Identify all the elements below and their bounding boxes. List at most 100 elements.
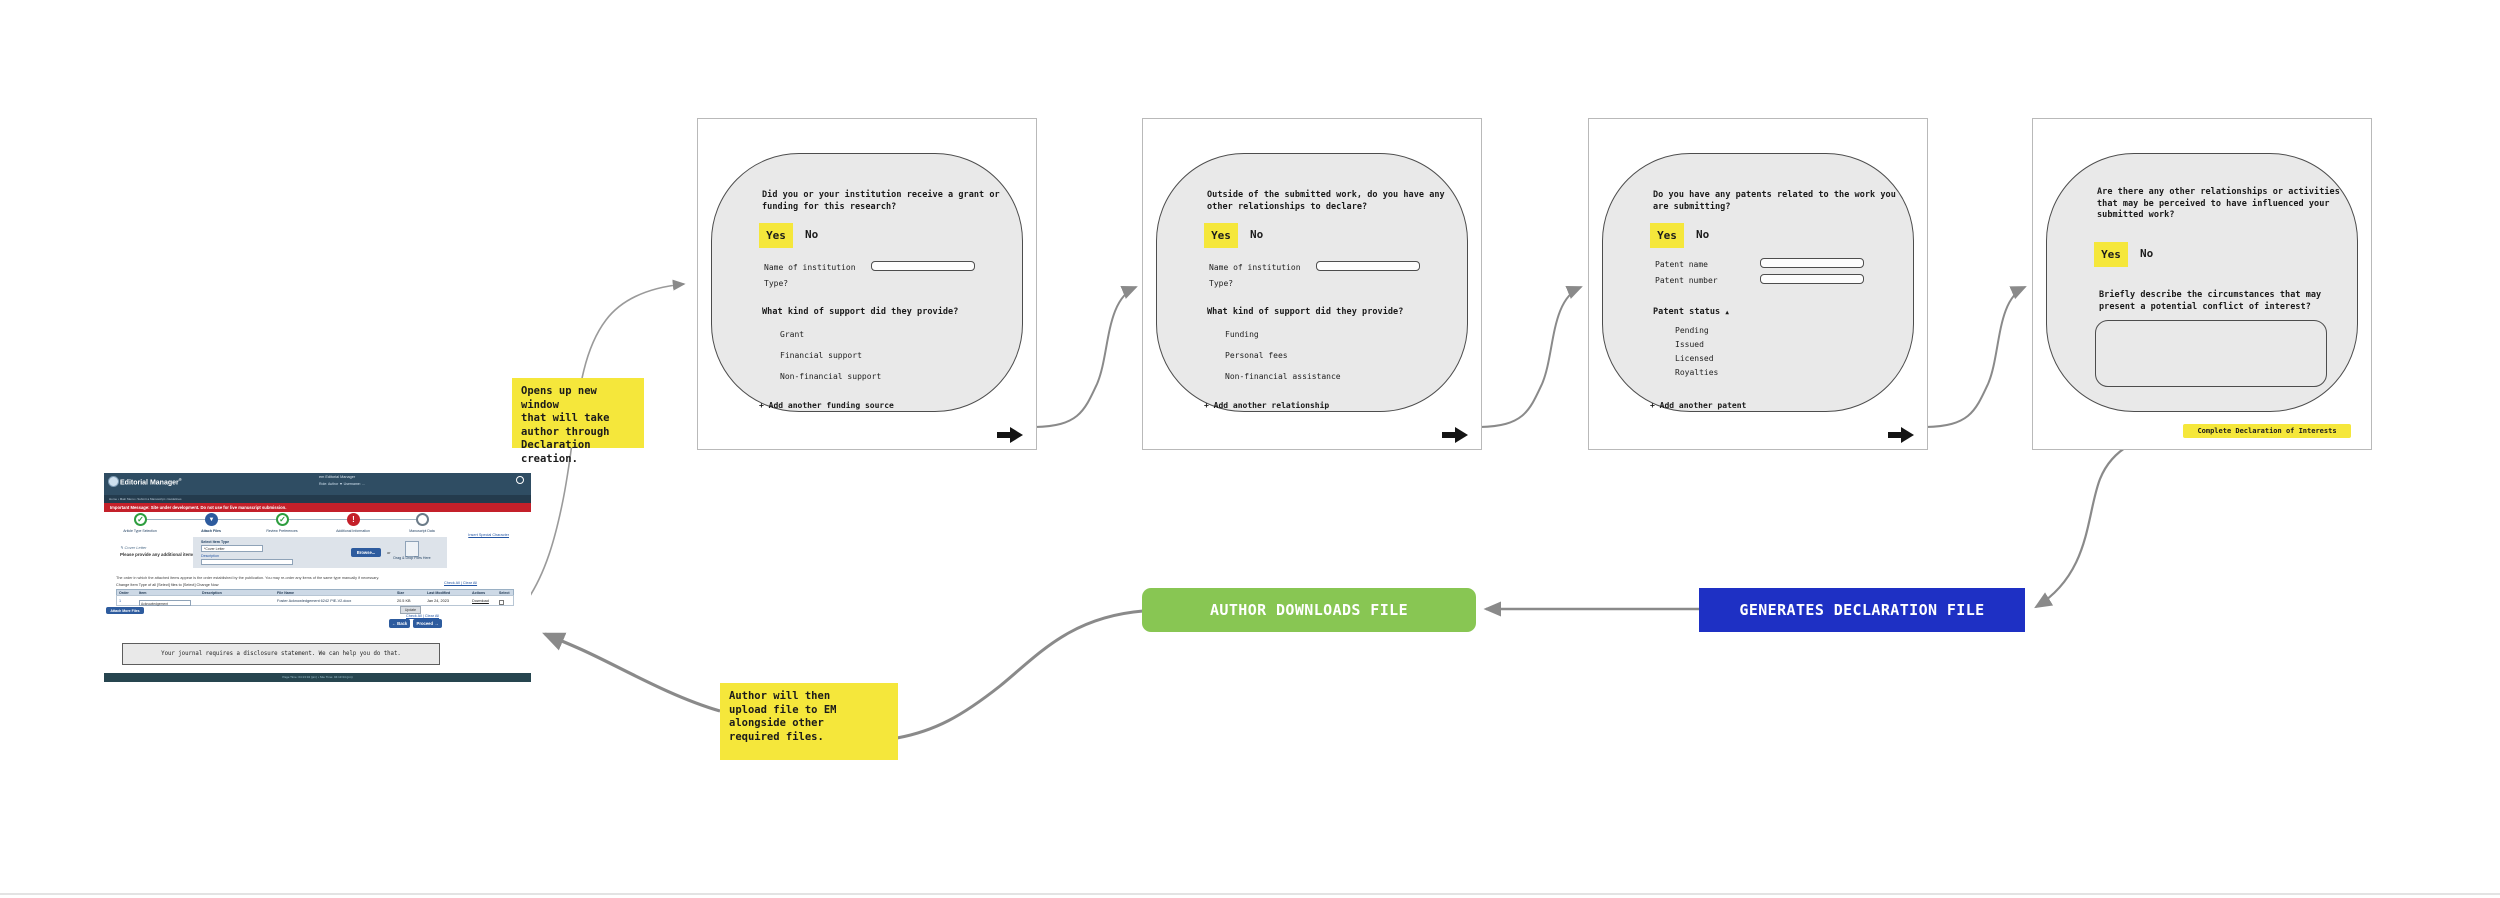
em-change-item-type-row[interactable]: Change Item Type of all [Select] files t…: [116, 583, 219, 587]
option-personal-fees[interactable]: Personal fees: [1225, 351, 1288, 360]
em-col-actions: Actions: [472, 591, 486, 595]
option-funding[interactable]: Funding: [1225, 330, 1259, 339]
yes-button[interactable]: Yes: [759, 223, 793, 248]
sticky-note-opens-window: Opens up new window that will take autho…: [512, 378, 644, 465]
em-step2-current-icon[interactable]: ▼: [205, 513, 218, 526]
option-pending[interactable]: Pending: [1675, 326, 1709, 335]
institution-input[interactable]: [871, 261, 975, 271]
em-step4-label: Additional Information: [336, 529, 370, 533]
em-menu-bar[interactable]: Home • Main Menu • Submit a Manuscript •…: [104, 495, 531, 503]
next-arrow-icon[interactable]: [1888, 427, 1914, 443]
em-step4-error-icon[interactable]: !: [347, 513, 360, 526]
em-col-description: Description: [202, 591, 222, 595]
em-attach-more-files-button[interactable]: Attach More Files: [106, 607, 144, 614]
em-dragdrop-file-icon: [405, 541, 419, 557]
em-proceed-button[interactable]: Proceed →: [413, 619, 442, 628]
patent-status-text: Patent status: [1653, 307, 1721, 317]
card-patents-panel: Do you have any patents related to the w…: [1602, 153, 1914, 412]
em-step5-todo-icon[interactable]: [416, 513, 429, 526]
em-browse-button[interactable]: Browse...: [351, 548, 381, 557]
next-arrow-icon[interactable]: [997, 427, 1023, 443]
connector-sticky-to-em: [542, 632, 721, 713]
em-col-last-modified: Last Modified: [427, 591, 451, 595]
em-check-clear-links-top[interactable]: Check All | Clear All: [444, 581, 478, 585]
em-order-note: The order in which the attached items ap…: [116, 576, 380, 580]
patent-name-label: Patent name: [1655, 260, 1708, 269]
connector-card3-card4: [1925, 286, 2027, 428]
em-check-clear-links-bottom[interactable]: Check All | Clear All: [406, 614, 440, 618]
em-step3-label: Review Preferences: [266, 529, 298, 533]
page-bottom-divider: [0, 893, 2500, 895]
em-back-button[interactable]: ← Back: [389, 619, 410, 628]
em-table-row: 1 Acknowledgement Foster Acknowledgement…: [116, 595, 514, 606]
em-footer-bar: Page Time: 04:13:34 (pm) • Site Time: 04…: [104, 673, 531, 682]
em-dragdrop-text[interactable]: Drag & Drop Files Here: [393, 556, 431, 560]
yes-button[interactable]: Yes: [1204, 223, 1238, 248]
em-disclosure-banner: Your journal requires a disclosure state…: [122, 643, 440, 665]
type-label: Type?: [764, 279, 789, 288]
option-royalties[interactable]: Royalties: [1675, 368, 1719, 377]
next-arrow-icon[interactable]: [1442, 427, 1468, 443]
card-funding: Did you or your institution receive a gr…: [697, 118, 1037, 450]
author-downloads-file-button[interactable]: AUTHOR DOWNLOADS FILE: [1142, 588, 1476, 632]
option-non-financial-support[interactable]: Non-financial support: [780, 372, 882, 381]
support-question: What kind of support did they provide?: [762, 307, 959, 317]
patent-name-input[interactable]: [1760, 258, 1864, 268]
em-item-type-row-select[interactable]: Acknowledgement: [139, 599, 191, 606]
option-licensed[interactable]: Licensed: [1675, 354, 1714, 363]
yes-button[interactable]: Yes: [1650, 223, 1684, 248]
em-row-checkbox[interactable]: [499, 599, 504, 605]
card-funding-panel: Did you or your institution receive a gr…: [711, 153, 1023, 412]
complete-declaration-pill: Complete Declaration of Interests: [2183, 424, 2351, 438]
em-section-note: Please provide any additional items.: [120, 552, 196, 557]
no-button[interactable]: No: [2140, 247, 2154, 260]
option-non-financial-assistance[interactable]: Non-financial assistance: [1225, 372, 1341, 381]
question-text: Do you have any patents related to the w…: [1653, 190, 1896, 212]
em-description-input[interactable]: [201, 559, 293, 565]
em-step1-done-icon[interactable]: ✓: [134, 513, 147, 526]
em-col-order: Order: [119, 591, 129, 595]
em-special-char-link[interactable]: Insert Special Character: [468, 533, 509, 537]
em-help-icon[interactable]: [516, 476, 524, 484]
no-button[interactable]: No: [805, 228, 819, 241]
editorial-manager-screenshot: Editorial Manager® em Editorial Manager …: [104, 473, 531, 682]
option-issued[interactable]: Issued: [1675, 340, 1704, 349]
institution-label: Name of institution: [764, 263, 856, 272]
add-patent-link[interactable]: + Add another patent: [1650, 401, 1747, 410]
em-update-button[interactable]: Update: [400, 606, 421, 614]
option-financial-support[interactable]: Financial support: [780, 351, 862, 360]
add-relationship-link[interactable]: + Add another relationship: [1204, 401, 1330, 410]
question-text: Did you or your institution receive a gr…: [762, 190, 1000, 212]
em-header: Editorial Manager® em Editorial Manager …: [104, 473, 531, 495]
em-cell-last-modified: Jan 24, 2023: [427, 598, 449, 603]
em-download-link[interactable]: Download: [472, 598, 489, 603]
em-alert-banner: Important Message: Site under developmen…: [104, 503, 531, 512]
patent-number-input[interactable]: [1760, 274, 1864, 284]
question-text: Are there any other relationships or act…: [2097, 187, 2340, 221]
em-upload-panel: Select Item Type *Cover Letter Descripti…: [193, 537, 447, 568]
generates-declaration-file-button[interactable]: GENERATES DECLARATION FILE: [1699, 588, 2025, 632]
collapse-triangle-icon[interactable]: ▲: [1725, 309, 1730, 316]
describe-textarea[interactable]: [2095, 320, 2327, 387]
connector-card2-card3: [1479, 285, 1583, 428]
em-section-link[interactable]: ✎ Cover Letter: [120, 545, 147, 550]
em-logo-registered-mark: ®: [178, 477, 182, 482]
em-item-type-select[interactable]: *Cover Letter: [201, 545, 263, 552]
card-other-influences-panel: Are there any other relationships or act…: [2046, 153, 2358, 412]
add-funding-source-link[interactable]: + Add another funding source: [759, 401, 894, 410]
yes-button[interactable]: Yes: [2094, 242, 2128, 267]
no-button[interactable]: No: [1250, 228, 1264, 241]
em-logo-globe-icon: [108, 476, 119, 487]
connector-pill-to-generate: [2034, 429, 2184, 609]
option-grant[interactable]: Grant: [780, 330, 805, 339]
em-step3-done-icon[interactable]: ✓: [276, 513, 289, 526]
institution-label: Name of institution: [1209, 263, 1301, 272]
em-col-size: Size: [397, 591, 405, 595]
institution-input[interactable]: [1316, 261, 1420, 271]
em-cell-file-name: Foster Acknowledgement 6242 PIE-V2.docx: [277, 598, 352, 603]
em-role-row[interactable]: Role: Author ▼ Username: ...: [319, 482, 365, 486]
em-logo-text: Editorial Manager®: [120, 477, 182, 487]
no-button[interactable]: No: [1696, 228, 1710, 241]
em-cell-order: 1: [119, 598, 122, 603]
